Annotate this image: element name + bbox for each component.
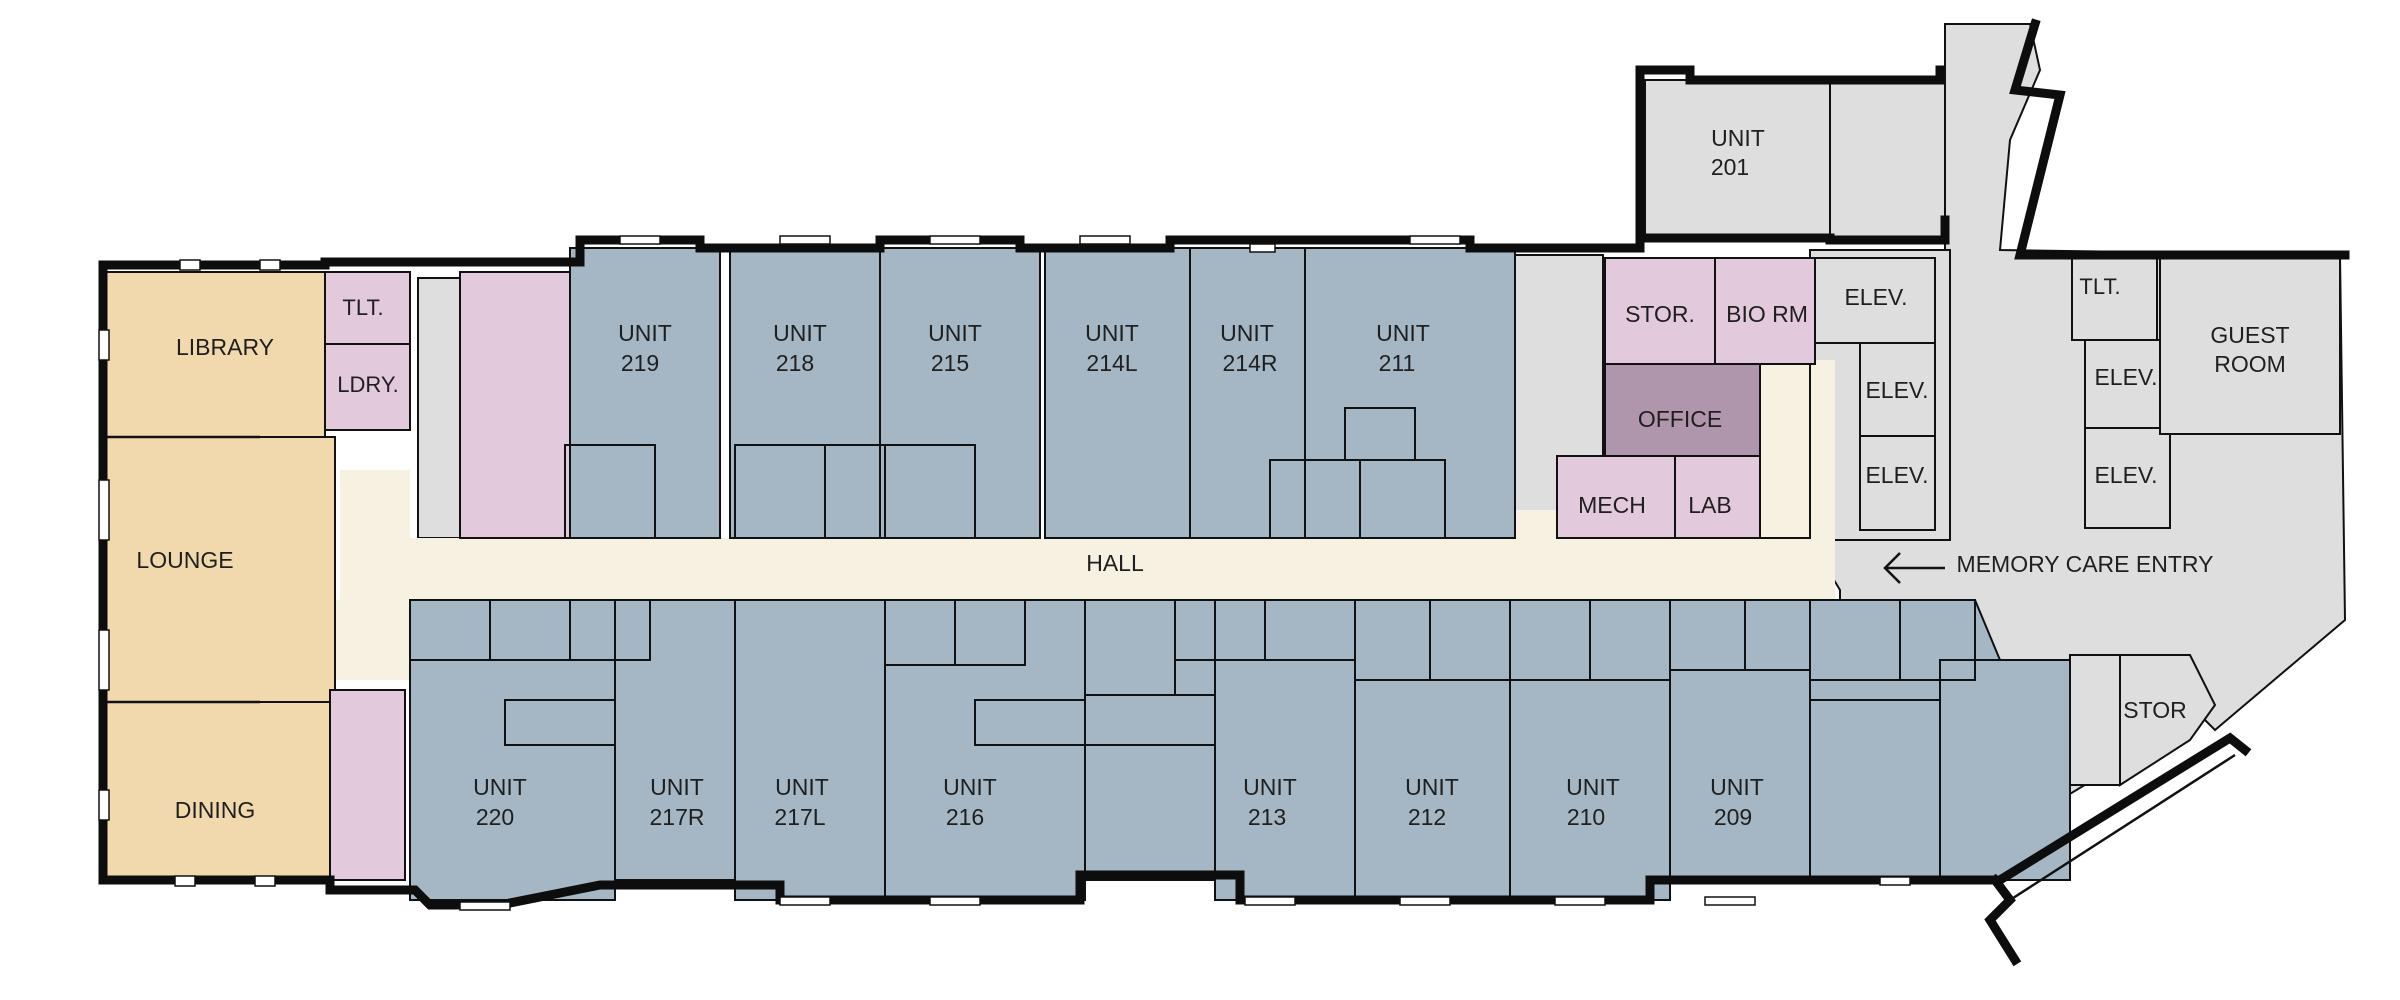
unit-212-room [1354,599,1511,901]
interior-walls [105,257,2341,787]
lounge-label: LOUNGE [136,547,233,573]
tlt-left-room [324,271,411,345]
stor-top-room [1604,257,1716,365]
office-room [1604,363,1761,457]
dining-label: DINING [175,797,256,823]
room-labels: LIBRARY LOUNGE DINING TLT. LDRY. HALL ST… [136,125,2289,830]
unit-209-room [1669,599,1811,881]
stor-right-label: STOR [2123,697,2186,723]
tlt-right-label: TLT. [2079,274,2120,299]
hall-label: HALL [1086,550,1144,576]
ldry-room [324,343,411,431]
unit-217r-label-2: 217R [650,804,705,830]
mech-room [1556,455,1676,539]
unit-214-alt-room [1084,599,1216,881]
unit-217l-label-2: 217L [774,804,825,830]
unit-214l-label-1: UNIT [1085,320,1139,346]
unit-216-room [884,599,1086,901]
bio-rm-label: BIO RM [1726,301,1808,327]
unit-219-label-2: 219 [621,350,659,376]
unit-215-label-2: 215 [931,350,969,376]
unit-201-label-1: UNIT [1711,125,1765,151]
mech-label: MECH [1578,492,1646,518]
unit-209-label-1: UNIT [1710,774,1764,800]
elev-label-5: ELEV. [2094,462,2157,488]
unit-201-label-2: 201 [1711,154,1749,180]
unit-218-label-2: 218 [776,350,814,376]
lab-label: LAB [1688,492,1731,518]
unit-213-label-1: UNIT [1243,774,1297,800]
unit-217r-room [614,599,736,881]
unit-212-label-1: UNIT [1405,774,1459,800]
library-label: LIBRARY [176,334,274,360]
unit-212-label-2: 212 [1408,804,1446,830]
unit-210-label-1: UNIT [1566,774,1620,800]
unit-211-label-2: 211 [1379,350,1416,376]
entry-arrow-icon [1883,552,1945,584]
unit-209-label-2: 209 [1714,804,1752,830]
hall-floor [310,360,1835,735]
unit-201-service [1829,79,1946,241]
guest-room-label-2: ROOM [2214,351,2286,377]
unit-214l-label-2: 214L [1086,350,1137,376]
unit-215-label-1: UNIT [928,320,982,346]
bio-corridor [1759,363,1811,539]
unit-207-room [1939,659,2071,881]
unit-219-room [569,247,721,539]
unit-214r-label-2: 214R [1223,350,1278,376]
unit-217l-label-1: UNIT [775,774,829,800]
unit-208-room [1809,699,1941,881]
lounge-room [104,436,336,703]
tlt-left-label: TLT. [342,295,383,320]
corridor-pink-dining [329,689,406,881]
elev-label-3: ELEV. [1865,462,1928,488]
unit-220-room [409,599,616,901]
office-label: OFFICE [1638,406,1722,432]
room-fills [104,23,2347,901]
ldry-label: LDRY. [337,372,399,397]
unit-216-label-2: 216 [946,804,984,830]
lab-room [1674,455,1761,539]
unit-214r-label-1: UNIT [1220,320,1274,346]
unit-215-room [879,247,1041,539]
memory-care-entry-label: MEMORY CARE ENTRY [1957,551,2214,577]
elev-label-1: ELEV. [1844,284,1907,310]
unit-211-room [1304,247,1516,539]
unit-218-label-1: UNIT [773,320,827,346]
corridor-pink-left [459,271,571,539]
unit-213-label-2: 213 [1248,804,1286,830]
unit-219-label-1: UNIT [618,320,672,346]
unit-220-label-1: UNIT [473,774,527,800]
elev-label-2: ELEV. [1865,377,1928,403]
unit-214r-room [1189,247,1306,539]
unit-217r-label-1: UNIT [650,774,704,800]
unit-213-room [1214,599,1356,901]
unit-220-label-2: 220 [476,804,514,830]
unit-214l-room [1044,247,1191,539]
unit-210-label-2: 210 [1567,804,1605,830]
guest-room-label-1: GUEST [2210,322,2289,348]
elev-label-4: ELEV. [2094,364,2157,390]
unit-217l-room [734,599,886,901]
unit-211-label-1: UNIT [1376,320,1430,346]
exterior-walls [98,18,2350,967]
unit-216-label-1: UNIT [943,774,997,800]
unit-218-room [729,247,881,539]
dining-room [104,701,331,881]
stor-top-label: STOR. [1625,301,1695,327]
unit-201-room [1644,79,1831,239]
